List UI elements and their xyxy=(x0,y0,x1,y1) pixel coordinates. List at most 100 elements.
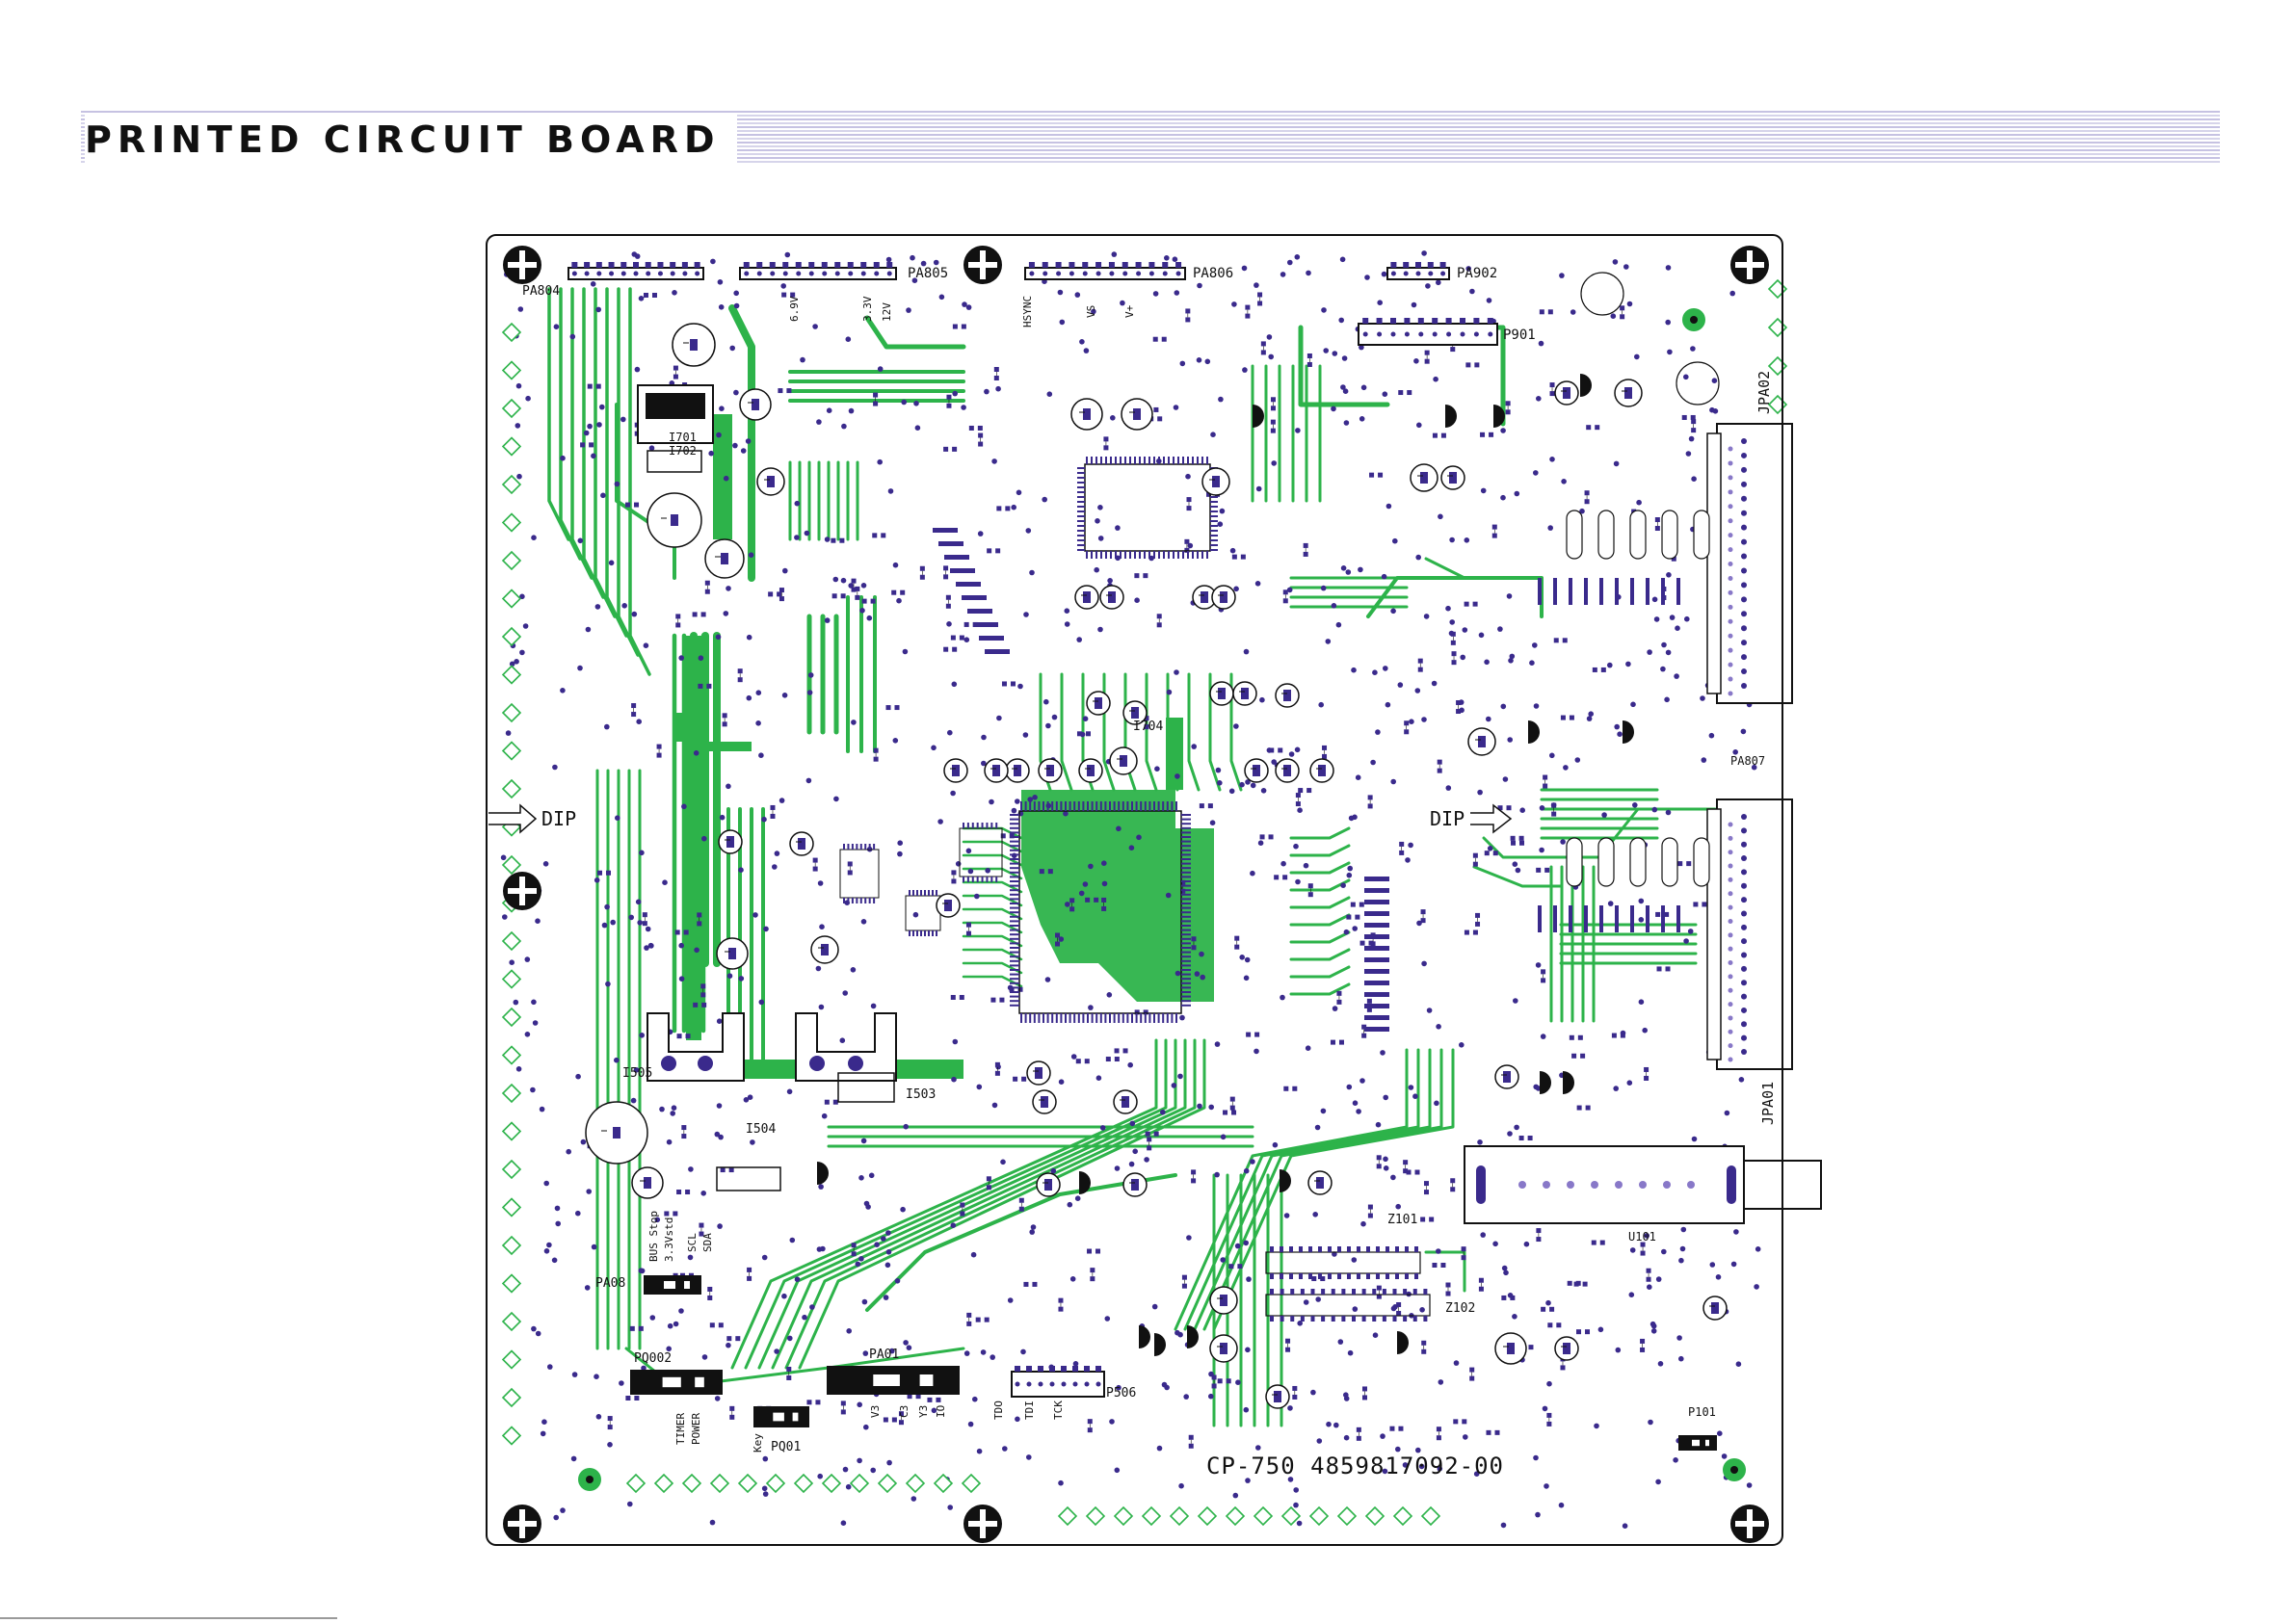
smd-pad-pair xyxy=(1368,795,1373,808)
via xyxy=(716,635,722,641)
via xyxy=(937,819,943,825)
smd-pad-pair xyxy=(943,647,957,652)
capacitor xyxy=(1276,684,1299,707)
via xyxy=(752,912,758,918)
smd-pad-pair xyxy=(1185,308,1190,322)
via xyxy=(1105,1316,1111,1322)
via xyxy=(1107,992,1113,998)
via xyxy=(1015,798,1020,804)
via xyxy=(531,535,537,540)
via xyxy=(1421,961,1427,967)
via xyxy=(636,900,642,905)
test-pad xyxy=(655,1475,673,1492)
via xyxy=(841,1520,847,1526)
capacitor xyxy=(1212,586,1235,609)
via xyxy=(1205,359,1211,365)
via xyxy=(591,281,596,287)
via xyxy=(819,1005,825,1010)
via xyxy=(636,719,642,724)
smd-pad-pair xyxy=(1570,1035,1583,1040)
via xyxy=(806,778,812,784)
smd-pad-pair xyxy=(631,703,636,717)
via xyxy=(1254,282,1259,288)
via xyxy=(1312,1212,1318,1217)
smd-pad-pair xyxy=(1298,788,1311,793)
connector-pa08 xyxy=(644,1275,701,1295)
via xyxy=(1434,1101,1439,1107)
via xyxy=(1688,929,1694,934)
via xyxy=(1208,1394,1214,1400)
smd-pad-pair xyxy=(1469,1368,1474,1381)
via xyxy=(1421,250,1427,256)
via xyxy=(541,1419,547,1425)
via xyxy=(1390,1175,1396,1181)
via xyxy=(841,578,847,584)
via xyxy=(1549,753,1555,759)
via xyxy=(807,690,813,695)
smd-pad-pair xyxy=(1536,868,1549,873)
smd-pad-pair xyxy=(848,861,853,875)
via xyxy=(1427,1008,1433,1013)
via xyxy=(673,1322,679,1327)
via xyxy=(1065,902,1070,907)
via xyxy=(953,1039,959,1045)
smd-pad-pair xyxy=(1612,1034,1625,1038)
via xyxy=(506,730,512,736)
via xyxy=(1501,704,1507,710)
via xyxy=(1614,724,1620,730)
connector-jpa02-label: JPA02 xyxy=(1755,371,1773,414)
transistor xyxy=(1280,1169,1291,1192)
resistor-pad xyxy=(1364,911,1389,916)
via xyxy=(1183,1394,1189,1400)
silk-6v9: 6.9V xyxy=(788,296,801,322)
via xyxy=(1317,1438,1323,1444)
via xyxy=(763,1456,769,1462)
via xyxy=(1218,521,1224,527)
via xyxy=(1026,1454,1032,1460)
smd-pad-pair xyxy=(1506,401,1511,414)
via xyxy=(1524,1242,1530,1247)
via xyxy=(1463,627,1468,633)
via xyxy=(1186,1235,1192,1241)
smd-pad-pair xyxy=(1191,1169,1196,1183)
smd-pad-pair xyxy=(1641,1243,1646,1256)
via xyxy=(1424,614,1430,619)
via xyxy=(1177,1332,1183,1338)
via xyxy=(1540,805,1545,811)
smd-pad-pair xyxy=(1554,638,1568,642)
via xyxy=(863,1350,869,1356)
via xyxy=(1208,1105,1214,1111)
smd-pad-pair xyxy=(1377,1155,1382,1168)
via xyxy=(795,501,801,507)
capacitor xyxy=(790,832,813,855)
smd-pad-pair xyxy=(1346,915,1359,920)
via xyxy=(733,291,739,297)
via xyxy=(553,1515,559,1521)
smd-pad-pair xyxy=(976,1318,990,1322)
ic-small-qfp xyxy=(960,823,1002,882)
via xyxy=(913,401,919,406)
via xyxy=(1210,432,1216,437)
board-part-number: CP-750 4859817092-00 xyxy=(1206,1453,1504,1479)
via xyxy=(1421,717,1427,722)
chip-i504-label: I504 xyxy=(746,1122,776,1137)
smd-pad-pair xyxy=(1087,1249,1100,1254)
connector-pq002-label: PQ002 xyxy=(634,1351,672,1366)
via xyxy=(857,1458,862,1464)
via xyxy=(858,1256,864,1262)
heatsink-regulator xyxy=(796,1013,896,1081)
smd-pad-pair xyxy=(966,923,971,936)
via xyxy=(596,1414,602,1420)
via xyxy=(1692,1137,1698,1142)
via xyxy=(952,391,958,397)
via xyxy=(1666,572,1672,578)
via xyxy=(678,655,684,661)
via xyxy=(895,1278,901,1284)
via xyxy=(1512,1314,1517,1320)
silk-scl: SCL xyxy=(686,1233,699,1252)
smd-pad-pair xyxy=(625,1396,639,1400)
capacitor xyxy=(1245,759,1268,782)
silk-c3: C3 xyxy=(898,1405,910,1418)
via xyxy=(1287,1405,1293,1411)
via xyxy=(1287,260,1293,266)
